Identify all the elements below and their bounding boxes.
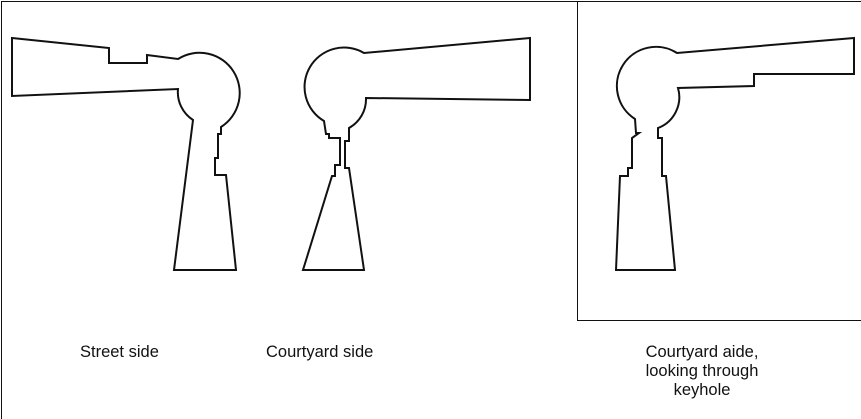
keyhole-view-caption-line2: looking through [645,362,759,380]
courtyard-side-outline [301,36,531,271]
keyhole-view-caption-line3: keyhole [673,381,731,399]
keyhole-view-outline [614,36,855,271]
courtyard-side-caption: Courtyard side [266,343,374,361]
keyhole-view-caption-line1: Courtyard aide, [645,343,759,361]
street-side-keyhole-figure [11,36,241,271]
keyhole-view-caption: Courtyard aide, looking through keyhole [612,343,792,400]
street-side-outline [11,36,241,271]
keyhole-view-keyhole-figure [614,36,855,271]
street-side-caption: Street side [80,343,159,361]
courtyard-side-keyhole-figure [301,36,531,271]
keyhole-view-box [577,1,861,321]
